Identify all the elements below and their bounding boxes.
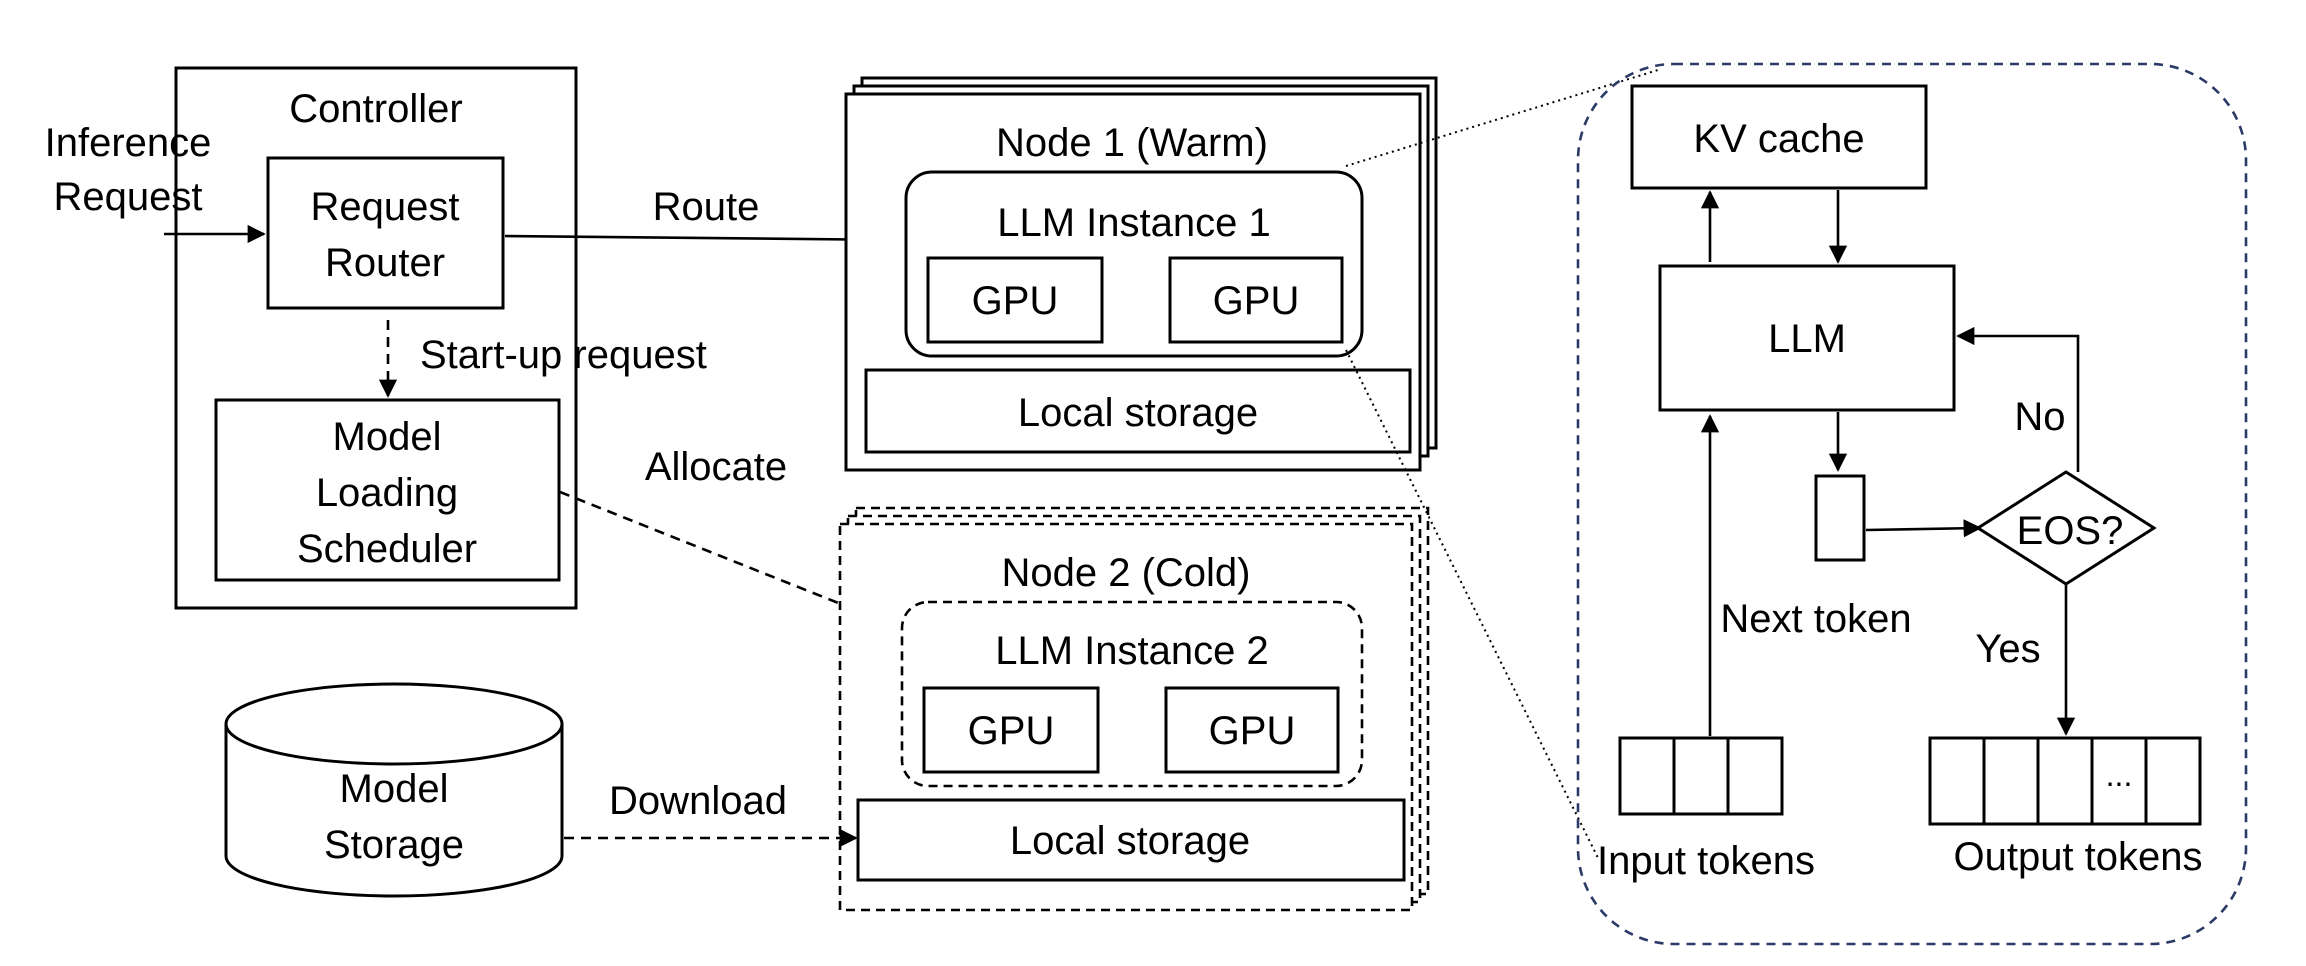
kv-cache-box	[1630, 84, 1928, 190]
request-router-box	[266, 156, 505, 310]
node2-local-storage-label: Local storage	[1010, 819, 1250, 863]
allocate-label: Allocate	[645, 445, 787, 489]
llm-label: LLM	[1768, 317, 1846, 361]
zoom-line-bottom	[1345, 349, 1599, 859]
scheduler-label-line3: Scheduler	[297, 527, 477, 571]
llm-instance2-label: LLM Instance 2	[995, 629, 1269, 673]
output-tokens-label: Output tokens	[1953, 835, 2202, 879]
download-label: Download	[609, 779, 787, 823]
node2: Node 2 (Cold) LLM Instance 2 GPU GPU Loc…	[838, 506, 1430, 912]
node1-local-storage-box	[864, 368, 1412, 454]
model-storage-label-line2: Storage	[324, 823, 464, 867]
node1-gpu2-box	[1168, 256, 1344, 344]
input-token-cell	[1672, 736, 1730, 816]
allocate-arrow	[559, 490, 898, 629]
next-token-label: Next token	[1720, 597, 1911, 641]
input-token-cell	[1618, 736, 1676, 816]
input-tokens-array	[1618, 736, 1784, 816]
output-ellipsis: ...	[2106, 757, 2133, 793]
inference-request-line1: Inference	[45, 121, 212, 165]
node2-title: Node 2 (Cold)	[1001, 551, 1250, 595]
no-label: No	[2014, 395, 2065, 439]
detail-panel-border	[1576, 62, 2248, 946]
output-token-cell	[2144, 736, 2202, 826]
eos-no-arrow	[1956, 326, 2080, 472]
llm-instance1-label: LLM Instance 1	[997, 201, 1271, 245]
model-storage-cylinder-top	[224, 682, 564, 766]
output-tokens-array	[1928, 736, 2202, 826]
token-to-eos-arrow	[1865, 519, 1982, 538]
next-token-box	[1814, 474, 1866, 562]
kv-cache-label: KV cache	[1693, 117, 1864, 161]
detail-panel: KV cache LLM EOS? No Yes Next token Inpu…	[1576, 62, 2248, 946]
output-token-cell	[1928, 736, 1986, 826]
route-arrow	[504, 230, 904, 249]
node1-gpu1-box	[926, 256, 1104, 344]
llm-box	[1658, 264, 1956, 412]
model-storage: Model Storage	[224, 682, 564, 898]
node1-local-storage-label: Local storage	[1018, 391, 1258, 435]
input-tokens-label: Input tokens	[1597, 839, 1815, 883]
node2-gpu1-box	[922, 686, 1100, 774]
node1-gpu2-label: GPU	[1213, 279, 1300, 323]
yes-label: Yes	[1975, 627, 2040, 671]
node1-gpu1-label: GPU	[972, 279, 1059, 323]
node2-gpu2-box	[1164, 686, 1340, 774]
controller: Controller Request Router Model Loading …	[174, 66, 707, 610]
eos-label: EOS?	[2017, 509, 2124, 553]
scheduler-label-line2: Loading	[316, 471, 458, 515]
route-label: Route	[653, 185, 760, 229]
output-token-cell	[2036, 736, 2094, 826]
node1: Node 1 (Warm) LLM Instance 1 GPU GPU Loc…	[844, 76, 1438, 472]
request-router-label-line2: Router	[325, 241, 445, 285]
request-router-label-line1: Request	[311, 185, 460, 229]
output-token-cell	[1982, 736, 2040, 826]
input-token-cell	[1726, 736, 1784, 816]
node1-title: Node 1 (Warm)	[996, 121, 1268, 165]
node2-local-storage-box	[856, 798, 1406, 882]
node2-gpu2-label: GPU	[1209, 709, 1296, 753]
model-storage-label-line1: Model	[340, 767, 449, 811]
output-token-cell	[2090, 736, 2148, 826]
zoom-line-top	[1345, 69, 1659, 167]
inference-request-line2: Request	[54, 175, 203, 219]
model-storage-cylinder-body	[224, 724, 564, 898]
controller-title: Controller	[289, 87, 462, 131]
node2-gpu1-label: GPU	[968, 709, 1055, 753]
scheduler-label-line1: Model	[333, 415, 442, 459]
model-loading-scheduler-box	[214, 398, 561, 582]
startup-request-label: Start-up request	[420, 333, 707, 377]
